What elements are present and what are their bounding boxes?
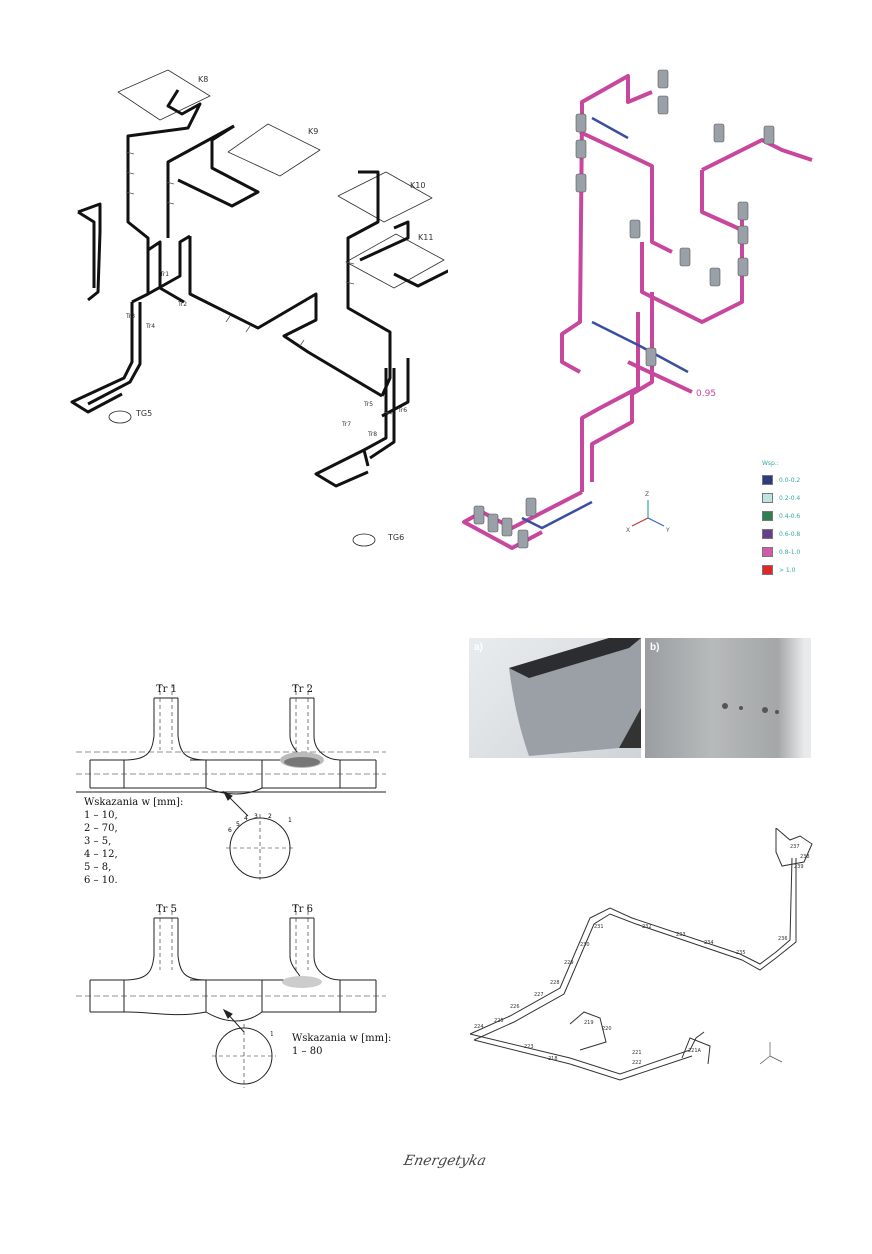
node-label: 236: [778, 936, 788, 942]
legend-label: 0.4-0.6: [779, 512, 801, 520]
node-label: 232: [642, 924, 652, 930]
specimen-shape: [509, 638, 641, 756]
label-tr5: Tr5: [363, 401, 373, 408]
legend-label: 0.6-0.8: [779, 530, 801, 538]
node-label: 224: [474, 1024, 484, 1030]
label-tg6: TG6: [387, 533, 404, 542]
indication-item: 1 – 80: [292, 1046, 323, 1057]
node-label: 234: [704, 940, 714, 946]
label-tr1: Tr1: [159, 271, 169, 278]
legend-label: > 1.0: [779, 566, 796, 574]
tee-label-tr5: Tr 5: [156, 904, 177, 915]
legend-swatch: [762, 511, 773, 521]
tee-label-tr1: Tr 1: [156, 684, 177, 695]
legend-label: 0.8-1.0: [779, 548, 801, 556]
indications-list-bottom: Wskazania w [mm]: 1 – 80: [292, 1032, 391, 1058]
indication-item: 2 – 70,: [84, 823, 118, 834]
circle-mark: 1: [288, 817, 292, 824]
legend-swatch: [762, 565, 773, 575]
label-tr4: Tr4: [145, 323, 155, 330]
node-label: 225: [494, 1018, 504, 1024]
legend-item: 0.0-0.2: [762, 474, 800, 486]
circle-mark: 2: [268, 813, 272, 820]
surface-defect: [722, 703, 779, 714]
label-tr8: Tr8: [367, 431, 377, 438]
circle-mark: 4: [244, 815, 248, 822]
coefficient-legend: Wsp.: 0.0-0.2 0.2-0.4 0.4-0.6 0.6-0.8 0.…: [762, 460, 832, 575]
label-tr2: Tr2: [177, 301, 187, 308]
photo-label-a: a): [474, 642, 483, 653]
label-tr6: Tr6: [397, 407, 407, 414]
legend-item: 0.6-0.8: [762, 528, 800, 540]
node-label: 220: [602, 1026, 612, 1032]
legend-item: 0.4-0.6: [762, 510, 800, 522]
indications-list-top: Wskazania w [mm]: 1 – 10, 2 – 70, 3 – 5,…: [84, 796, 183, 887]
isometric-line-drawing: 231 232 233 234 235 236 230 229 228 227 …: [469, 828, 813, 1081]
legend-swatch: [762, 493, 773, 503]
legend-title: Wsp.:: [762, 460, 779, 467]
tee-diagram-tr1-tr2: Tr 1 Tr 2 1 2 3 4 5 6: [76, 684, 386, 880]
node-label: 221A: [688, 1048, 702, 1054]
node-label: 233: [676, 932, 686, 938]
legend-label: 0.2-0.4: [779, 494, 801, 502]
label-k9: K9: [308, 127, 318, 136]
axis-y-label: Y: [665, 527, 670, 534]
node-label: 235: [736, 950, 746, 956]
node-label: 226: [510, 1004, 520, 1010]
tee-diagram-tr5-tr6: Tr 5 Tr 6 1: [76, 904, 386, 1088]
photo-a-specimen: a): [469, 638, 641, 758]
tee-label-tr6: Tr 6: [292, 904, 313, 915]
node-label: 219: [584, 1020, 594, 1026]
node-label: 221: [632, 1050, 642, 1056]
node-label: 239: [794, 864, 804, 870]
label-k10: K10: [410, 181, 425, 190]
node-label: 230: [580, 942, 590, 948]
legend-label: 0.0-0.2: [779, 476, 801, 484]
tee-label-tr2: Tr 2: [292, 684, 313, 695]
weld-indication-hatch: [282, 976, 322, 988]
axis-x-label: X: [626, 527, 630, 534]
legend-swatch: [762, 547, 773, 557]
coefficient-value-label: 0.95: [696, 389, 716, 399]
node-label: 229: [564, 960, 574, 966]
node-label: 227: [534, 992, 544, 998]
legend-item: > 1.0: [762, 564, 795, 576]
label-tr7: Tr7: [341, 421, 351, 428]
weld-indication-hatch: [280, 752, 324, 768]
indication-item: 4 – 12,: [84, 849, 118, 860]
isometric-pipe-drawing: K8 K9 K10 K11 TG5 TG6 Tr1 Tr2 Tr3 Tr4 Tr…: [70, 69, 448, 547]
label-k8: K8: [198, 75, 208, 84]
node-label: 237: [790, 844, 800, 850]
circle-mark: 5: [236, 821, 240, 828]
circle-mark: 1: [270, 1031, 274, 1038]
indications-title: Wskazania w [mm]:: [292, 1033, 392, 1044]
indication-item: 1 – 10,: [84, 810, 118, 821]
node-label: 218: [548, 1056, 558, 1062]
energetyka-logo: Energetyka: [402, 1153, 488, 1169]
photo-label-b: b): [650, 642, 660, 653]
photo-b-surface: b): [645, 638, 811, 758]
circle-mark: 3: [254, 813, 258, 820]
legend-swatch: [762, 475, 773, 485]
node-label: 231: [594, 924, 604, 930]
axis-triad: [631, 500, 665, 527]
label-tg5: TG5: [135, 409, 152, 418]
circle-mark: 6: [228, 827, 232, 834]
node-label: 228: [550, 980, 560, 986]
label-k11: K11: [418, 233, 433, 242]
node-label: 223: [524, 1044, 534, 1050]
indication-item: 5 – 8,: [84, 862, 112, 873]
legend-item: 0.2-0.4: [762, 492, 800, 504]
indication-item: 3 – 5,: [84, 836, 112, 847]
node-label: 238: [800, 854, 810, 860]
node-label: 222: [632, 1060, 642, 1066]
indications-title: Wskazania w [mm]:: [84, 797, 184, 808]
legend-swatch: [762, 529, 773, 539]
indication-item: 6 – 10.: [84, 875, 118, 886]
axis-z-label: Z: [645, 491, 649, 498]
label-tr3: Tr3: [125, 313, 135, 320]
legend-item: 0.8-1.0: [762, 546, 800, 558]
stress-coefficient-model: 0.95 Z X Y: [462, 69, 813, 550]
